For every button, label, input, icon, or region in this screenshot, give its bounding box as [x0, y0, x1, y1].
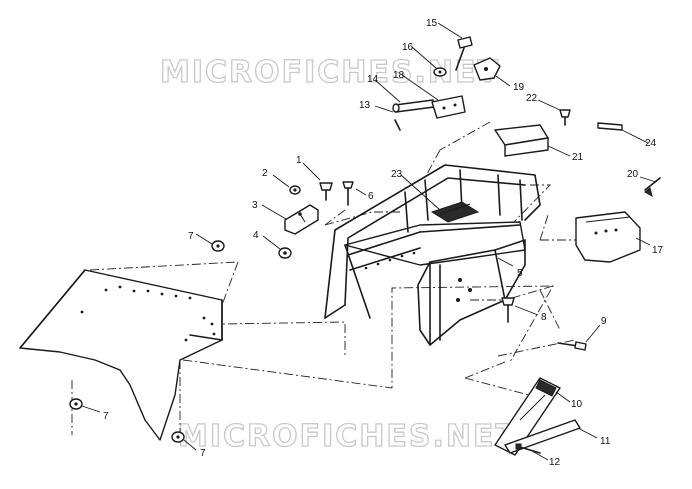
- bracket-part-21: [494, 124, 549, 157]
- callout-24: 24: [645, 138, 657, 149]
- callout-9: 9: [601, 316, 607, 327]
- callout-22: 22: [526, 93, 538, 104]
- callout-15: 15: [426, 18, 438, 29]
- callout-4: 4: [253, 230, 259, 241]
- callout-1: 1: [296, 155, 302, 166]
- callout-17: 17: [652, 245, 664, 256]
- callout-20: 20: [627, 169, 639, 180]
- bolt-part-6: [342, 181, 354, 206]
- bolt-part-15: [455, 36, 473, 71]
- callout-7-bottom: 7: [200, 448, 206, 459]
- callout-12: 12: [549, 457, 561, 468]
- callout-8: 8: [541, 312, 547, 323]
- nut-part-4: [278, 247, 292, 259]
- callout-14: 14: [367, 74, 379, 85]
- nut-part-7-top: [211, 240, 225, 252]
- callout-numbers: 1 2 3 4 5 6 7 7 7 8 9 10 11 12 13 14 15 …: [103, 18, 664, 468]
- rod-part-20: [644, 177, 661, 198]
- nut-part-2: [289, 185, 301, 195]
- watermark-top: MICROFICHES.NET: [160, 55, 500, 90]
- callout-2: 2: [262, 168, 268, 179]
- callout-13: 13: [359, 100, 371, 111]
- nut-part-7-bottom: [171, 431, 185, 443]
- leader-lines: [81, 22, 657, 461]
- washer-part-16: [433, 67, 447, 77]
- bolt-part-8: [501, 297, 515, 323]
- callout-18: 18: [393, 70, 405, 81]
- nut-part-7-left: [69, 398, 83, 410]
- callout-10: 10: [571, 399, 583, 410]
- callout-7-left: 7: [103, 411, 109, 422]
- watermark-bottom: MICROFICHES.NET: [178, 419, 518, 454]
- floor-panel: [19, 269, 223, 441]
- callout-23: 23: [391, 169, 403, 180]
- screw-part-22: [559, 109, 571, 126]
- screw-part-1: [319, 182, 333, 201]
- pin-part-13: [394, 119, 401, 131]
- callout-6: 6: [368, 191, 374, 202]
- pin-part-24: [597, 122, 623, 131]
- pad-part-17: [575, 211, 641, 263]
- callout-5: 5: [517, 268, 523, 279]
- plate-part-11: [504, 419, 581, 454]
- bracket-part-3: [284, 204, 319, 235]
- callout-3: 3: [252, 200, 258, 211]
- footrest-part-10: [494, 377, 561, 456]
- callout-7-top: 7: [188, 231, 194, 242]
- callout-16: 16: [402, 42, 414, 53]
- latch-part-19: [473, 57, 501, 81]
- rear-rack: [324, 164, 541, 346]
- callout-21: 21: [572, 152, 584, 163]
- floor-panel-holes: [80, 285, 216, 342]
- bolt-part-9: [557, 341, 587, 351]
- screw-part-12: [515, 443, 541, 454]
- callout-19: 19: [513, 82, 525, 93]
- hinge-part-18: [431, 95, 466, 119]
- callout-11: 11: [600, 436, 611, 447]
